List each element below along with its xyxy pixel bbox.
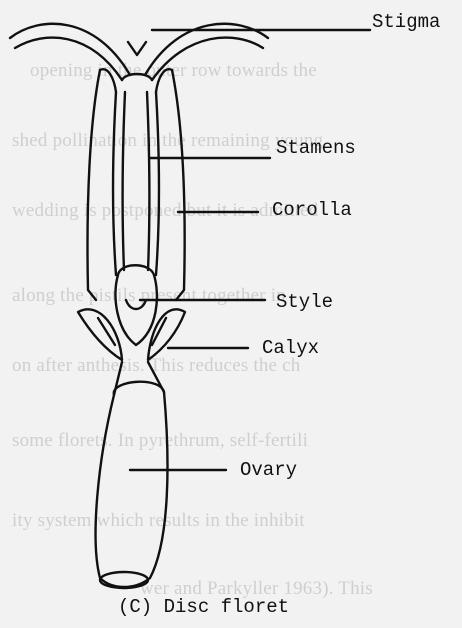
style-inner [126, 300, 146, 309]
style-base [115, 265, 156, 345]
figure-caption: (C) Disc floret [118, 596, 289, 618]
stamen-filament-left-2 [123, 92, 125, 270]
stamen-filament-left [113, 92, 116, 275]
ovary-neck [114, 362, 122, 395]
stamen-filament-right-2 [147, 92, 149, 270]
label-style: Style [276, 292, 333, 312]
calyx-left [78, 309, 122, 360]
ovary-outline [96, 382, 168, 587]
label-stamens: Stamens [276, 138, 356, 158]
corolla-right-wall [172, 70, 185, 300]
ovary-neck-right [148, 362, 164, 392]
corolla-lobe-left [100, 69, 116, 92]
label-stigma: Stigma [372, 12, 440, 32]
stamen-filament-right [156, 92, 159, 275]
label-corolla: Corolla [272, 200, 352, 220]
anther-tube-top [122, 74, 152, 80]
label-ovary: Ovary [240, 460, 297, 480]
ovary-base [100, 572, 148, 588]
label-calyx: Calyx [262, 338, 319, 358]
corolla-left-wall [88, 70, 101, 300]
anther-tip [128, 42, 146, 55]
